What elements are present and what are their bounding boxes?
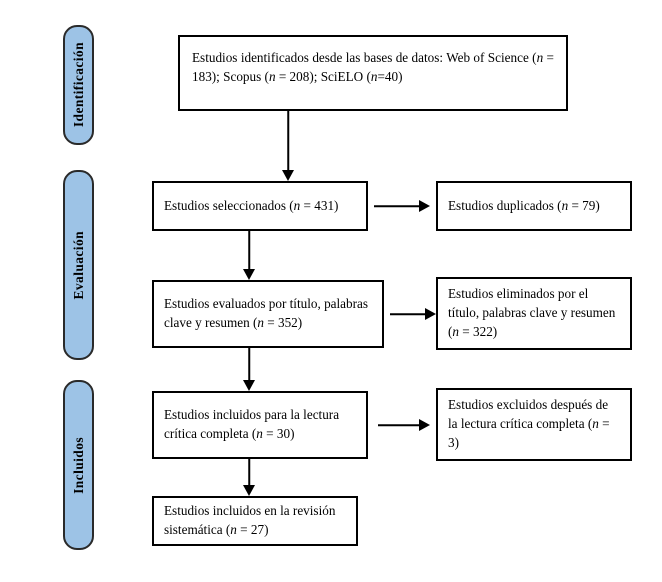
box-text-estudios-identificados: Estudios identificados desde las bases d… xyxy=(192,50,554,84)
box-text-estudios-incluidos-revision: Estudios incluidos en la revisión sistem… xyxy=(164,503,336,537)
box-text-estudios-evaluados: Estudios evaluados por título, palabras … xyxy=(164,296,369,330)
box-estudios-seleccionados: Estudios seleccionados (n = 431) xyxy=(152,181,368,231)
box-estudios-eliminados: Estudios eliminados por el título, palab… xyxy=(436,277,632,350)
stage-label-incluidos: Incluidos xyxy=(70,436,86,494)
stage-pill-evaluacion: Evaluación xyxy=(63,170,94,360)
box-estudios-evaluados: Estudios evaluados por título, palabras … xyxy=(152,280,384,348)
box-estudios-identificados: Estudios identificados desde las bases d… xyxy=(178,35,568,111)
stage-label-identificacion: Identificación xyxy=(70,42,86,128)
box-estudios-incluidos-lectura: Estudios incluidos para la lectura críti… xyxy=(152,391,368,459)
box-text-estudios-seleccionados: Estudios seleccionados (n = 431) xyxy=(164,197,339,213)
box-text-estudios-duplicados: Estudios duplicados (n = 79) xyxy=(448,197,600,213)
box-estudios-duplicados: Estudios duplicados (n = 79) xyxy=(436,181,632,231)
stage-label-evaluacion: Evaluación xyxy=(70,230,86,300)
box-estudios-excluidos: Estudios excluidos después de la lectura… xyxy=(436,388,632,461)
box-text-estudios-excluidos: Estudios excluidos después de la lectura… xyxy=(448,397,610,450)
box-text-estudios-eliminados: Estudios eliminados por el título, palab… xyxy=(448,286,616,339)
box-text-estudios-incluidos-lectura: Estudios incluidos para la lectura críti… xyxy=(164,407,340,441)
stage-pill-identificacion: Identificación xyxy=(63,25,94,145)
box-estudios-incluidos-revision: Estudios incluidos en la revisión sistem… xyxy=(152,496,358,546)
stage-pill-incluidos: Incluidos xyxy=(63,380,94,550)
